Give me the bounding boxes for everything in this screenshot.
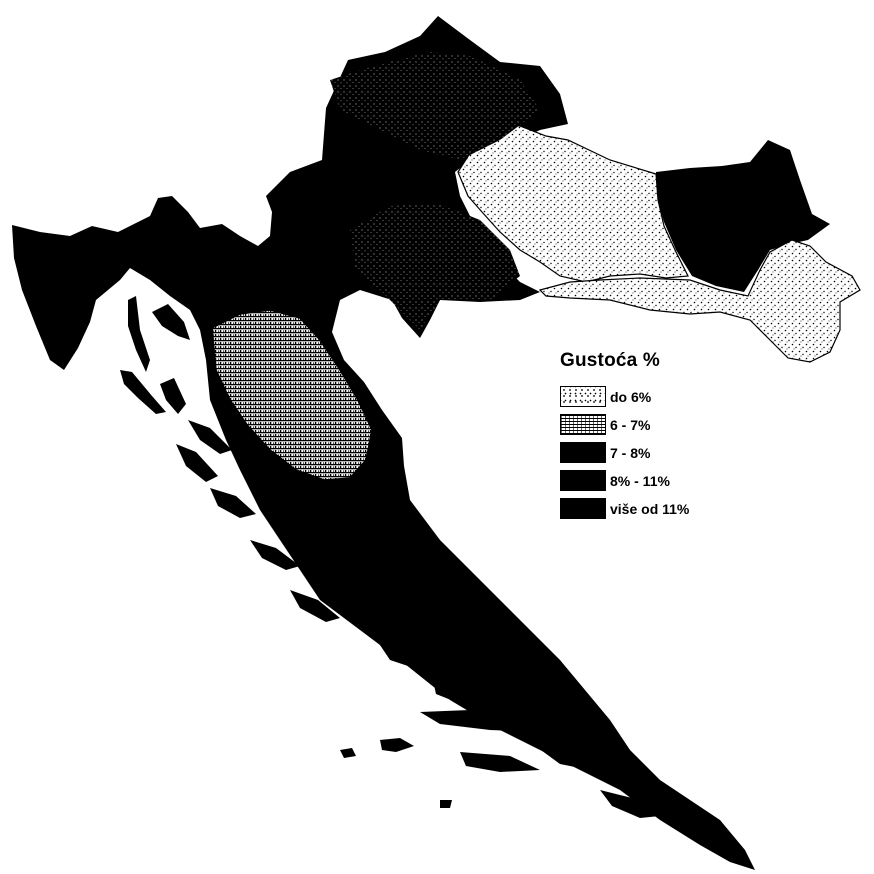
map-legend: Gustoća % do 6% 6 - 7% 7 - 8% 8% - 11% v… [560,350,760,526]
legend-label: do 6% [610,388,652,405]
legend-label: više od 11% [610,500,690,517]
region-east [656,140,830,292]
legend-title: Gustoća % [560,350,660,371]
region-north-speckle [330,52,540,160]
legend-item-do-6: do 6% [560,386,760,407]
legend-swatch-sparse-dots [560,386,606,407]
legend-item-8-11: 8% - 11% [560,470,760,491]
legend-label: 7 - 8% [610,444,651,461]
legend-item-vise-od-11: više od 11% [560,498,760,519]
region-light-central [457,121,689,283]
legend-swatch-dense-hatch [560,414,606,435]
islands [120,296,660,818]
legend-swatch-solid [560,498,606,519]
region-light-east [538,239,861,363]
legend-item-6-7: 6 - 7% [560,414,760,435]
legend-swatch-solid [560,442,606,463]
region-north-west [12,16,755,870]
legend-swatch-solid [560,470,606,491]
legend-item-7-8: 7 - 8% [560,442,760,463]
legend-label: 6 - 7% [610,416,651,433]
region-central-speckle [350,204,520,330]
legend-label: 8% - 11% [610,472,670,489]
region-medium-lika [211,309,373,481]
